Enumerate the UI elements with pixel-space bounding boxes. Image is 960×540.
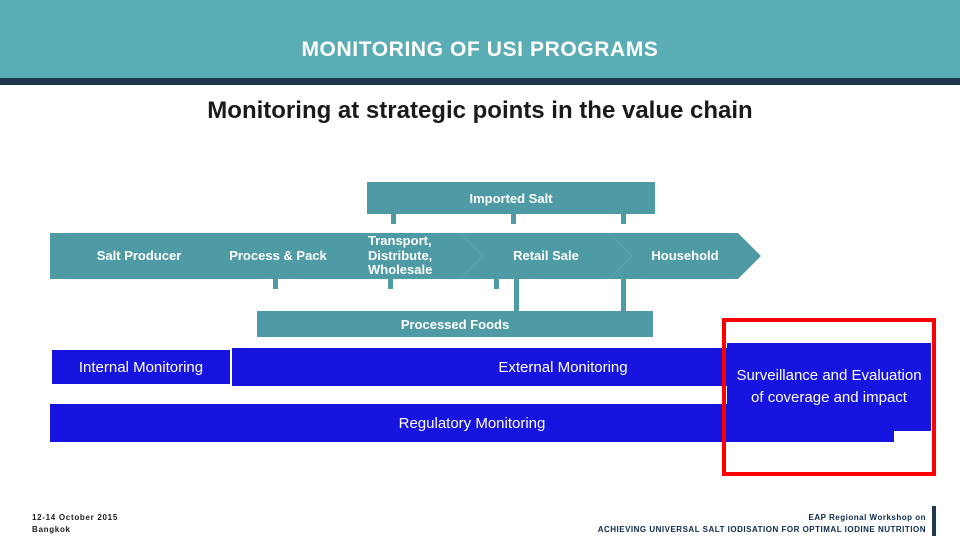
connector-tick-retail-out	[494, 279, 499, 289]
connector-tick-transport-out	[388, 279, 393, 289]
footer-date: 12-14 October 2015	[32, 513, 118, 522]
footer-right: EAP Regional Workshop on ACHIEVING UNIVE…	[598, 512, 926, 536]
footer-left: 12-14 October 2015 Bangkok	[32, 512, 118, 536]
connector-tick-transport	[391, 214, 396, 224]
processed-foods-banner: Processed Foods	[257, 311, 653, 337]
chevron-step-3-label: Transport, Distribute, Wholesale	[368, 232, 433, 278]
callout-highlight-box	[722, 318, 936, 476]
chevron-step-5-label: Household	[651, 247, 719, 263]
footer-event-line2: ACHIEVING UNIVERSAL SALT IODISATION FOR …	[597, 525, 926, 534]
connector-tick-process-out	[273, 279, 278, 289]
footer-rule	[932, 506, 936, 536]
connector-line-retail	[514, 279, 519, 311]
connector-tick-retail	[511, 214, 516, 224]
imported-salt-banner: Imported Salt	[367, 182, 655, 214]
footer-city: Bangkok	[32, 525, 71, 534]
footer-event-line1: EAP Regional Workshop on	[808, 513, 926, 522]
chevron-step-4: Retail Sale	[460, 233, 632, 279]
slide-subtitle: Monitoring at strategic points in the va…	[207, 97, 753, 124]
header-underline	[0, 78, 960, 85]
chevron-step-4-label: Retail Sale	[513, 247, 579, 263]
internal-monitoring-bar: Internal Monitoring	[50, 348, 232, 386]
connector-tick-household	[621, 214, 626, 224]
chevron-step-2-label: Process & Pack	[229, 247, 327, 263]
chevron-step-1-label: Salt Producer	[96, 247, 182, 263]
surveillance-callout: Surveillance and Evaluation of coverage …	[727, 343, 931, 431]
chevron-step-5: Household	[609, 233, 761, 279]
chevron-step-3: Transport, Distribute, Wholesale	[328, 233, 483, 279]
page-title: MONITORING OF USI PROGRAMS	[301, 38, 659, 61]
header-bar	[0, 0, 960, 78]
connector-line-household	[621, 279, 626, 311]
